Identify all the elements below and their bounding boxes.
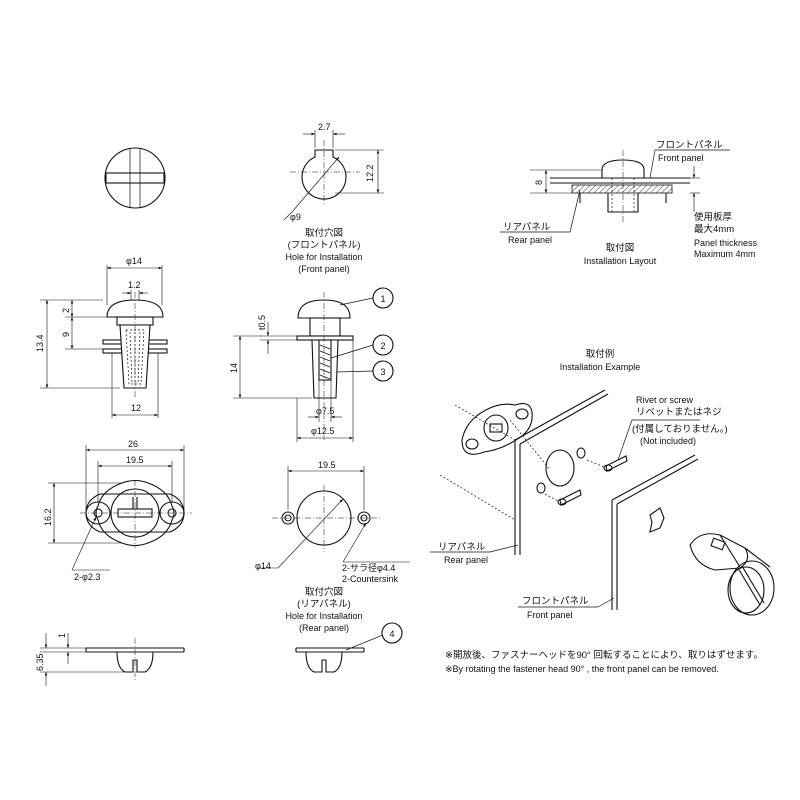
- rear-plate-side-view-2: 4: [295, 622, 403, 673]
- front-panel2-jp: フロントパネル: [522, 596, 589, 607]
- dim-t0-5: t0.5: [257, 315, 267, 330]
- fastener-side-view: φ14 1.2 13.4 2 9 12: [35, 256, 168, 418]
- dim-12: 12: [131, 403, 141, 413]
- balloon-4-label: 4: [389, 629, 394, 639]
- dim-phi14: φ14: [126, 256, 142, 266]
- hole-front-title-jp2: (フロントパネル): [288, 240, 361, 251]
- dim-19-5-a: 19.5: [126, 455, 144, 465]
- rivet-jp: リベットまたはネジ: [636, 407, 722, 418]
- hole-rear-title-en: Hole for Installation: [285, 611, 362, 621]
- dim-26: 26: [128, 439, 138, 449]
- dim-13-4: 13.4: [35, 334, 45, 352]
- front-panel2-en: Front panel: [527, 610, 573, 620]
- fastener-assembly-view: t0.5 14 φ7.5 φ12.5 1 2 3: [229, 287, 394, 442]
- thickness-en1: Panel thickness: [694, 238, 758, 248]
- rear-panel-label-en: Rear panel: [508, 235, 552, 245]
- dim-12-2: 12.2: [365, 164, 375, 182]
- rivet-en: Rivet or screw: [636, 395, 694, 405]
- example-title-jp: 取付例: [586, 348, 615, 360]
- front-panel-label-jp: フロントパネル: [656, 140, 723, 151]
- dim-6-35: 6.35: [35, 653, 45, 671]
- rivet-jp2: (付属しておりません。): [632, 424, 728, 435]
- balloon-3: [372, 360, 394, 382]
- dim-2phi2-3: 2-φ2.3: [74, 572, 100, 582]
- rear-plate-side-view: 1 6.35: [35, 633, 185, 686]
- rivet-en2: (Not included): [640, 436, 696, 446]
- dim-phi12-5: φ12.5: [311, 426, 334, 436]
- dim-8: 8: [534, 180, 544, 185]
- dim-1-2: 1.2: [128, 280, 141, 290]
- head-top-view: [104, 147, 166, 209]
- note-jp: ※開放後、ファスナーヘッドを90° 回転することにより、取りはずせます。: [445, 649, 763, 661]
- installation-example: 取付例 Installation Example Rivet or screw …: [430, 348, 775, 620]
- hole-front-title-en2: (Front panel): [298, 264, 350, 274]
- rear-panel2-jp: リアパネル: [438, 542, 486, 553]
- balloon-2-label: 2: [380, 341, 385, 351]
- balloon-1: [372, 287, 394, 309]
- thickness-jp2: 最大4mm: [694, 223, 734, 235]
- dim-1: 1: [57, 633, 67, 638]
- rear-plate-view: 26 19.5 16.2 2-φ2.3: [43, 439, 192, 582]
- hole-rear-title-en2: (Rear panel): [299, 623, 349, 633]
- dim-countersink-en: 2-Countersink: [342, 574, 399, 584]
- dim-countersink-jp: 2-サラ径φ4.4: [342, 562, 395, 573]
- dim-19-5-b: 19.5: [318, 460, 336, 470]
- note-en: ※By rotating the fastener head 90° , the…: [445, 664, 719, 674]
- rear-panel-hole-view: 19.5 φ14 2-サラ径φ4.4 2-Countersink 取付穴図 (リ…: [255, 460, 410, 633]
- dim-9: 9: [61, 332, 71, 337]
- hole-rear-title-jp2: (リアパネル): [297, 599, 351, 610]
- dim-phi14-b: φ14: [255, 561, 271, 571]
- balloon-3-label: 3: [380, 367, 385, 377]
- hole-rear-title-jp: 取付穴図: [305, 586, 343, 598]
- balloon-2: [372, 334, 394, 356]
- thickness-jp1: 使用板厚: [694, 211, 733, 223]
- balloon-1-label: 1: [380, 294, 385, 304]
- front-panel-hole-view: 2.7 12.2 φ9 取付穴図 (フロントパネル) Hole for Inst…: [283, 122, 384, 274]
- front-panel-label-en: Front panel: [658, 153, 704, 163]
- balloon-4: [381, 622, 403, 644]
- layout-title-en: Installation Layout: [584, 256, 657, 266]
- notes: ※開放後、ファスナーヘッドを90° 回転することにより、取りはずせます。 ※By…: [445, 649, 763, 674]
- dim-16-2: 16.2: [43, 508, 53, 526]
- rear-panel-label-jp: リアパネル: [503, 222, 551, 233]
- dim-phi9: φ9: [290, 212, 301, 222]
- dim-2: 2: [61, 308, 71, 313]
- hole-front-title-jp: 取付穴図: [305, 227, 343, 239]
- layout-title-jp: 取付図: [606, 243, 635, 254]
- example-title-en: Installation Example: [560, 362, 641, 372]
- installation-layout: 8 フロントパネル Front panel リアパネル Rear panel 取…: [500, 140, 758, 266]
- dim-phi7-5: φ7.5: [316, 406, 334, 416]
- thickness-en2: Maximum 4mm: [694, 249, 756, 259]
- hole-front-title-en: Hole for Installation: [285, 252, 362, 262]
- rear-panel2-en: Rear panel: [444, 555, 488, 565]
- dim-14: 14: [229, 363, 239, 373]
- dim-2-7: 2.7: [318, 122, 331, 132]
